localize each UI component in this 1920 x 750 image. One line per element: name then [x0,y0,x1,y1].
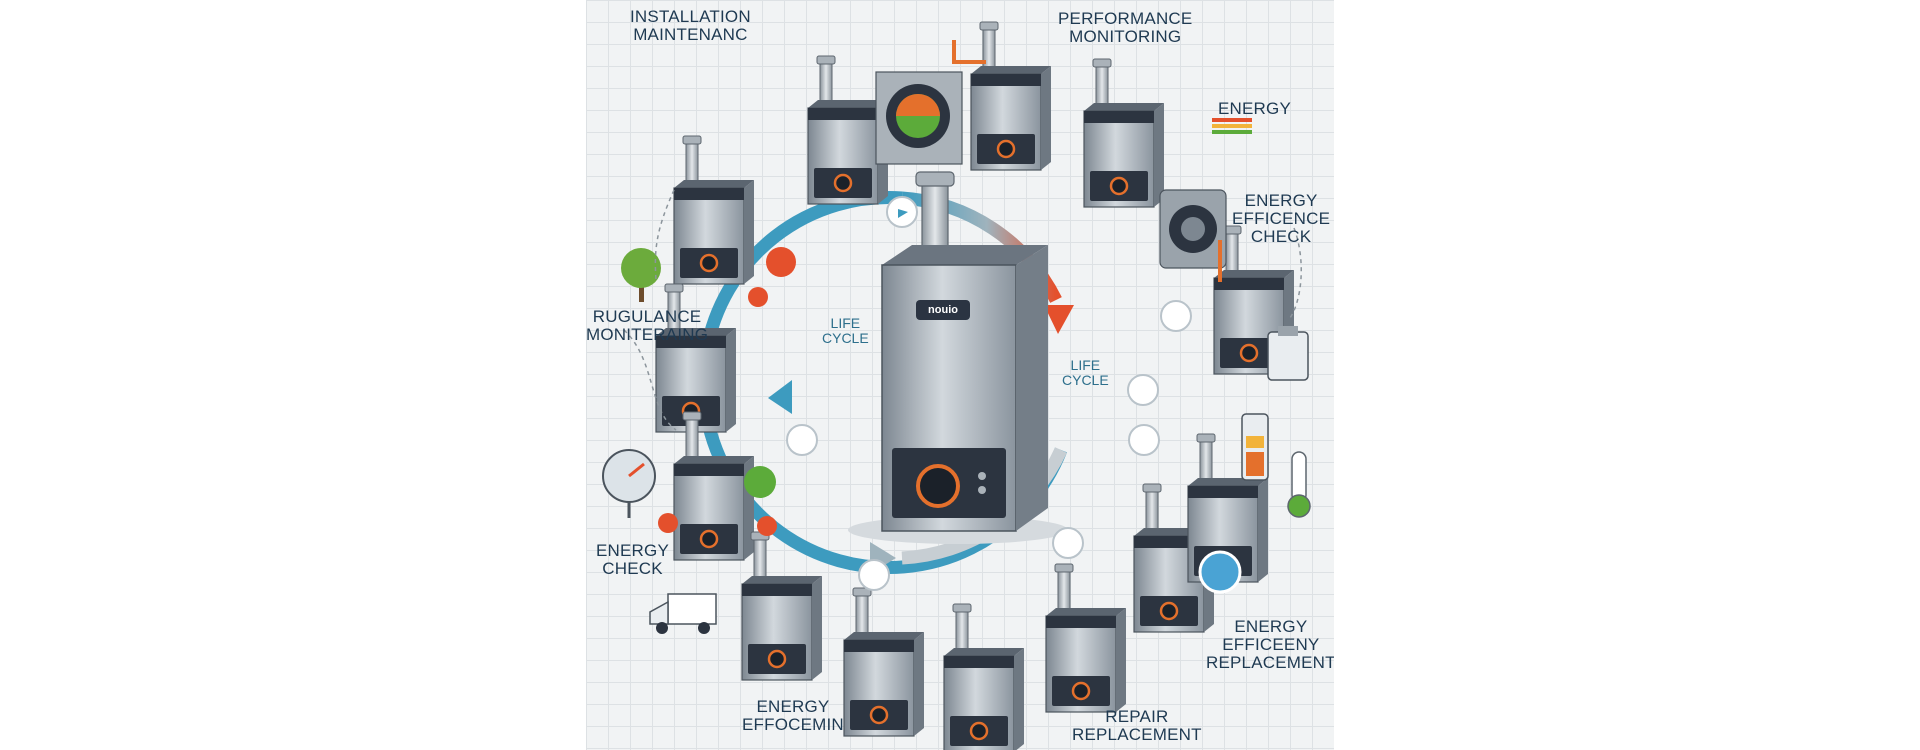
central-boiler [848,171,1068,544]
label-energy-check: ENERGY CHECK [596,541,669,578]
valve-unit [1159,189,1227,282]
label-repair-replacement: REPAIR REPLACEMENT [1072,707,1202,744]
arrow-icon [898,209,908,218]
label-installation-maintenance: INSTALLATION MAINTENANC [630,7,751,44]
boiler-brand-logo: nouio [916,300,970,320]
wrench-icon [1198,550,1242,594]
label-performance-monitoring: PERFORMANCE MONITORING [1058,9,1193,46]
battery-icon [1241,413,1269,481]
label-energy-efficiency-replacement: ENERGY EFFICEENY REPLACEMENT [1206,617,1334,672]
label-energy-top: ENERGY [1218,99,1291,118]
ring-badges [658,196,1242,594]
truck-icon [649,593,717,634]
cycle-arrowhead-red [1044,305,1074,334]
tree-icon [621,248,661,302]
label-energy-efficiency-check: ENERGY EFFICENCE CHECK [1232,191,1331,246]
control-panel-unit [875,40,986,165]
cycle-arrowhead-blue [768,380,792,414]
gauge-icon [602,449,656,518]
label-energy-effocemin: ENERGY EFFOCEMIN [742,697,844,734]
lifecycle-diagram [602,20,1311,750]
label-life-cycle-right: LIFE CYCLE [1062,357,1109,388]
energy-level-icon [1212,118,1252,134]
diagram-canvas: nouio INSTALLATION MAINTENANC PERFORMANC… [586,0,1334,750]
label-life-cycle-left: LIFE CYCLE [822,315,869,346]
label-regulance-monitoring: RUGULANCE MONITERAING [586,307,709,344]
thermometer-icon [1287,451,1311,518]
clipboard-icon [1267,326,1309,381]
power-icon [766,247,796,277]
leaf-icon [744,466,776,498]
